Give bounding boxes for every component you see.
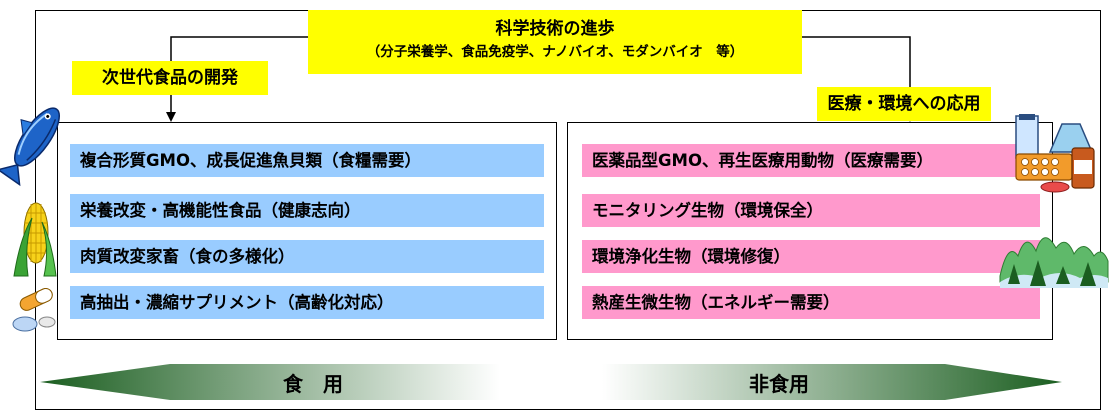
medicine-icon [1015, 114, 1095, 193]
left-heading: 次世代食品の開発 [72, 61, 268, 95]
banner-left-label: 食 用 [283, 372, 343, 396]
nonfood-item: 医薬品型GMO、再生医療用動物（医療需要） [582, 144, 1030, 177]
nonfood-item: 環境浄化生物（環境修復） [582, 240, 1040, 273]
center-subtitle: （分子栄養学、食品免疫学、ナノバイオ、モダンバイオ 等） [366, 44, 744, 60]
food-item: 肉質改変家畜（食の多様化） [70, 240, 544, 273]
center-title-box: 科学技術の進歩 （分子栄養学、食品免疫学、ナノバイオ、モダンバイオ 等） [308, 10, 802, 74]
banner-right-label: 非食用 [749, 372, 809, 396]
fish-icon [0, 107, 60, 187]
pills-icon [12, 288, 56, 332]
nonfood-item: モニタリング生物（環境保全） [582, 194, 1040, 227]
food-item: 高抽出・濃縮サプリメント（高齢化対応） [70, 286, 544, 319]
right-heading: 医療・環境への応用 [817, 87, 991, 121]
center-title: 科学技術の進歩 [495, 19, 615, 39]
corn-icon [13, 202, 57, 277]
food-item: 複合形質GMO、成長促進魚貝類（食糧需要） [70, 144, 544, 177]
forest-icon [999, 237, 1109, 288]
nonfood-item: 熱産生微生物（エネルギー需要） [582, 286, 1040, 319]
food-item: 栄養改変・高機能性食品（健康志向） [70, 194, 544, 227]
